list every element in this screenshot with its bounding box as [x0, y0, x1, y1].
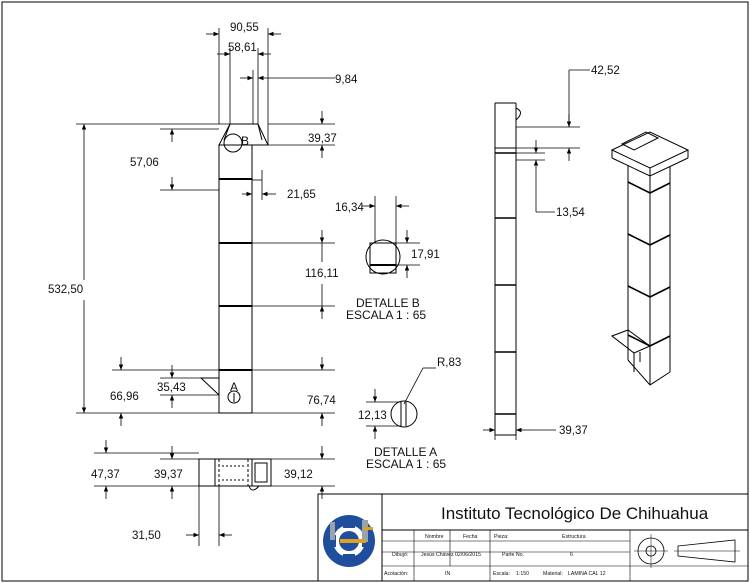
dibujo-name: Jesús Chávez — [421, 552, 454, 558]
dim-57-06: 57,06 — [130, 157, 159, 169]
dim-39-12: 39,12 — [284, 469, 313, 481]
dim-13-54: 13,54 — [556, 207, 585, 219]
dim-21-65: 21,65 — [287, 189, 316, 201]
dim-532-50: 532,50 — [48, 284, 83, 296]
parte-value: 6 — [570, 552, 573, 558]
dibujo-date: 02/06/2015 — [455, 552, 481, 558]
dim-17-91: 17,91 — [411, 249, 440, 261]
detail-b-scale: ESCALA 1 : 65 — [346, 308, 426, 322]
detail-a-scale: ESCALA 1 : 65 — [366, 457, 446, 471]
dim-39-37-bottom: 39,37 — [154, 469, 183, 481]
dim-9-84: 9,84 — [335, 74, 358, 86]
col-pieza: Pieza: — [494, 534, 508, 540]
acotacion-label: Acotación: — [384, 571, 408, 577]
acotacion-value: IN — [445, 571, 450, 577]
detail-a-drawing — [366, 367, 436, 439]
front-dimension-lines — [76, 28, 335, 426]
top-view — [198, 458, 272, 491]
side-view — [494, 102, 521, 436]
col-fecha: Fecha — [463, 534, 478, 540]
material-value: LAMINA CAL 12 — [568, 571, 606, 577]
dim-r-83: R,83 — [437, 357, 461, 369]
side-dimension-lines — [483, 69, 590, 440]
dim-35-43: 35,43 — [157, 382, 186, 394]
dim-12-13: 12,13 — [358, 410, 387, 422]
detail-b-marker — [223, 133, 243, 153]
marker-b-label: B — [241, 134, 249, 148]
detail-b-drawing — [362, 196, 420, 278]
dim-47-37: 47,37 — [91, 469, 120, 481]
institution-name: Instituto Tecnológico De Chihuahua — [441, 504, 709, 523]
detail-b-title: DETALLE B — [356, 296, 420, 310]
escala-value: 1:150 — [516, 571, 529, 577]
dim-116-11: 116,11 — [305, 268, 338, 280]
marker-a-label: A — [230, 380, 238, 394]
detail-a-marker — [227, 390, 241, 404]
pieza-value: Estructura — [562, 534, 586, 540]
top-dimension-lines — [94, 440, 335, 546]
isometric-view — [610, 131, 690, 386]
parte-label: Parte No. — [502, 552, 524, 558]
material-label: Material: — [543, 571, 563, 577]
col-nombre: Nombre — [425, 534, 444, 540]
escala-label: Escala: — [493, 571, 510, 577]
detail-a-title: DETALLE A — [374, 445, 437, 459]
dim-76-74: 76,74 — [307, 395, 336, 407]
dim-39-37-side: 39,37 — [559, 425, 588, 437]
dim-58-61: 58,61 — [228, 42, 257, 54]
title-block — [317, 493, 749, 582]
dim-66-96: 66,96 — [110, 391, 139, 403]
dim-90-55: 90,55 — [230, 22, 259, 34]
dim-39-37-top: 39,37 — [308, 133, 337, 145]
dibujo-label: Dibujó: — [392, 552, 408, 558]
dim-16-34: 16,34 — [335, 202, 364, 214]
dim-31-50: 31,50 — [132, 530, 161, 542]
dim-42-52: 42,52 — [591, 65, 620, 77]
institution-logo — [323, 515, 375, 567]
